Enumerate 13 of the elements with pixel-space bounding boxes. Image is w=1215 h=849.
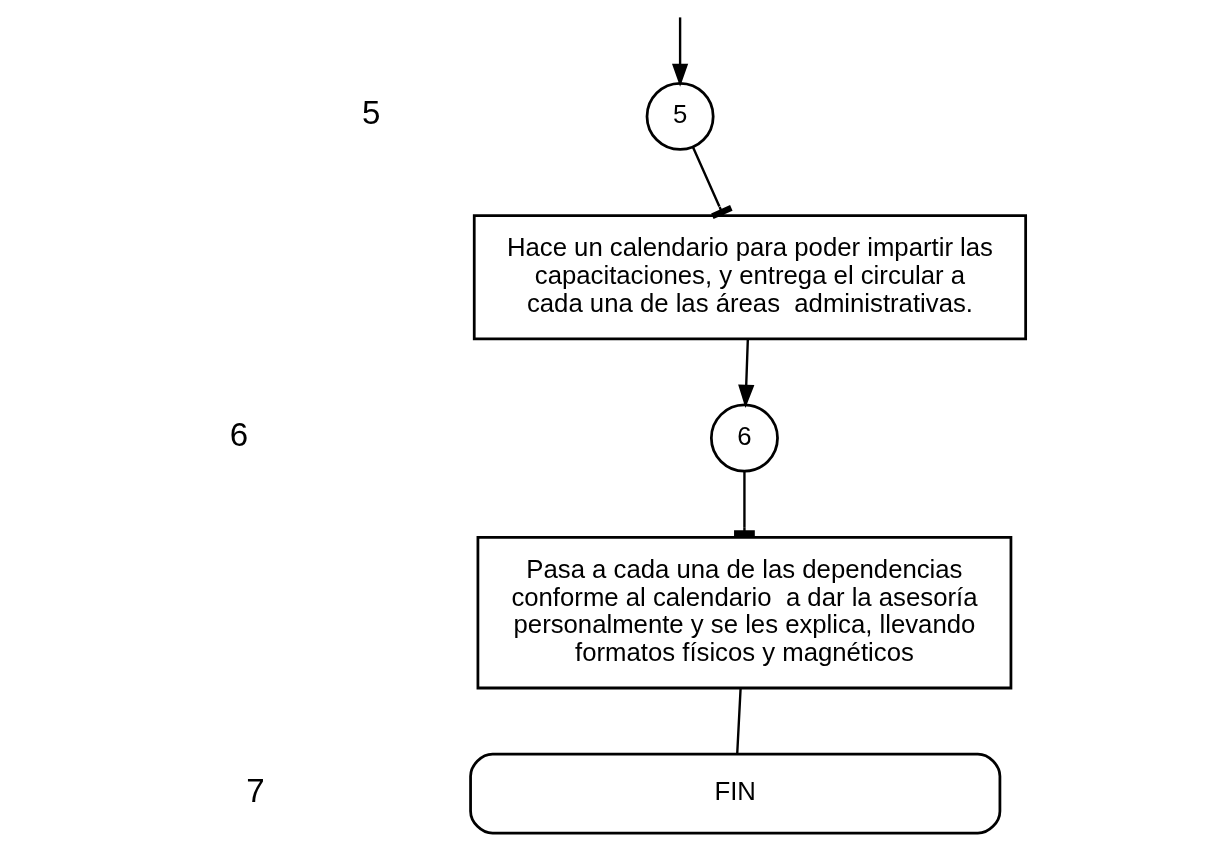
connector [736,688,742,755]
node-box: Hace un calendario para poder impartir las capacitaciones, y entrega el circular a cada una de las áreas administrativas. [472,214,1028,341]
label: 5 [362,94,381,132]
node-box: FIN [469,752,1002,835]
connector [691,146,733,220]
node-box: Pasa a cada una de las dependencias conforme al calendario a dar la asesoría personalmente y se les explica, llevando formatos físicos y magnéticos [476,535,1013,690]
node-circle: 6 [709,403,779,473]
connector [734,471,755,538]
arrow [672,17,689,87]
arrow [738,339,755,408]
label: 7 [246,771,265,809]
label: 6 [229,416,249,454]
node-circle: 5 [645,81,715,151]
